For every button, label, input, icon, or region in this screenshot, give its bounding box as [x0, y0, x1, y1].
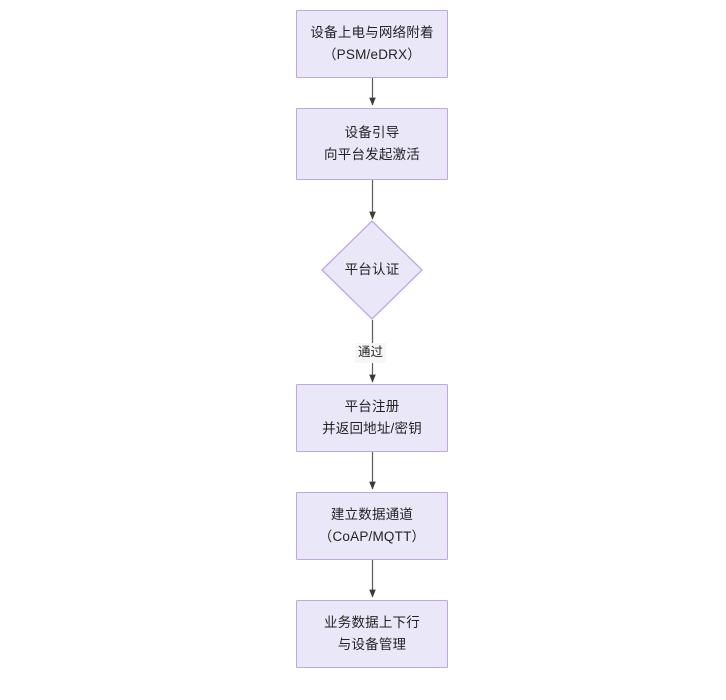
node-device-power-on[interactable]: 设备上电与网络附着 （PSM/eDRX） [296, 10, 448, 78]
node-label-line: （CoAP/MQTT） [318, 529, 426, 544]
node-label-line: （PSM/eDRX） [322, 47, 422, 62]
node-label-line: 向平台发起激活 [324, 147, 420, 162]
edge-label-pass: 通过 [355, 343, 387, 363]
diamond-shape [321, 220, 423, 320]
node-establish-data-channel[interactable]: 建立数据通道 （CoAP/MQTT） [296, 492, 448, 560]
node-label-line: 与设备管理 [337, 637, 407, 652]
node-business-data-and-device-management[interactable]: 业务数据上下行 与设备管理 [296, 600, 448, 668]
node-device-bootstrap[interactable]: 设备引导 向平台发起激活 [296, 108, 448, 180]
node-label-line: 并返回地址/密钥 [322, 421, 422, 436]
node-platform-register[interactable]: 平台注册 并返回地址/密钥 [296, 384, 448, 452]
node-label-line: 设备上电与网络附着 [310, 25, 434, 40]
node-label-line: 平台认证 [344, 262, 400, 277]
node-platform-auth-decision[interactable]: 平台认证 [321, 220, 423, 320]
node-label-line: 平台注册 [344, 399, 400, 414]
node-label-line: 设备引导 [344, 125, 400, 140]
node-label-line: 建立数据通道 [330, 507, 414, 522]
node-label-line: 业务数据上下行 [324, 615, 420, 630]
